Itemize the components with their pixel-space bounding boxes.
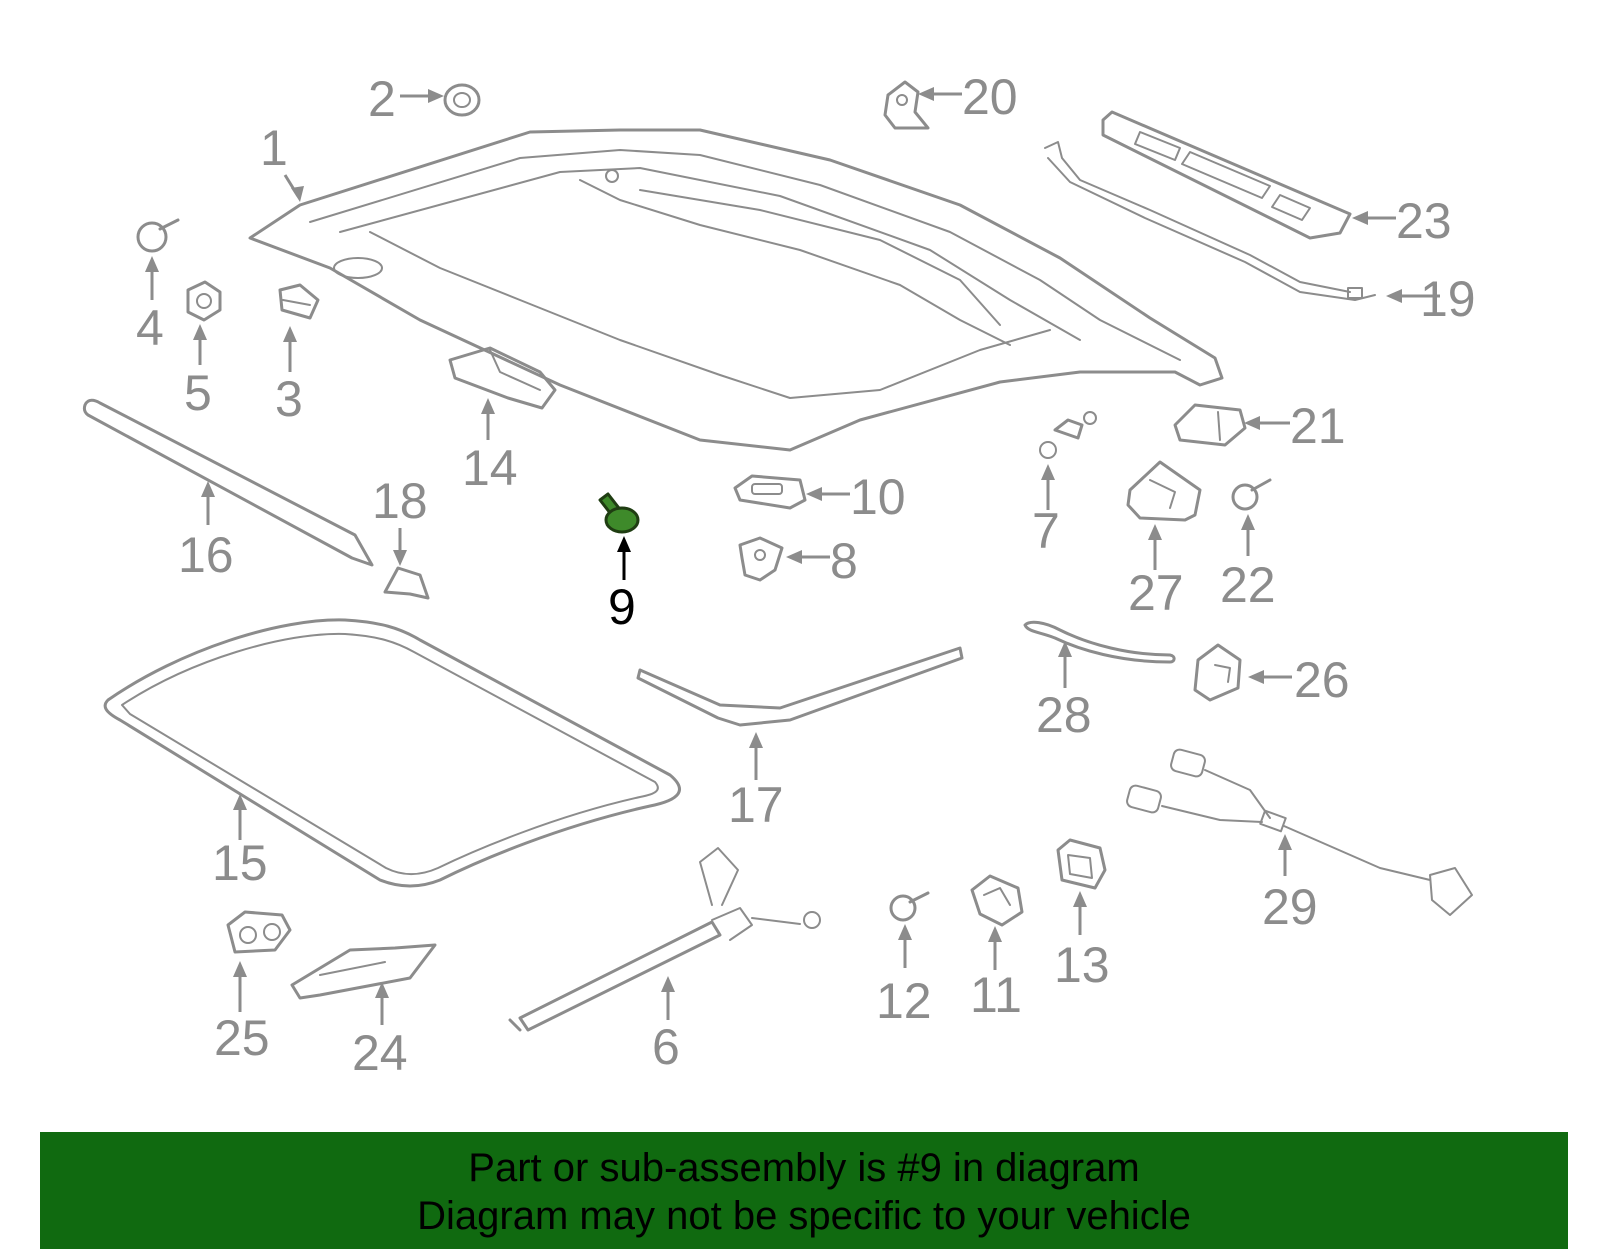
part-4[interactable]: 4 (136, 218, 180, 356)
part-10[interactable]: 10 (733, 469, 906, 525)
callout-28: 28 (1036, 687, 1092, 743)
banner-line-2: Diagram may not be specific to your vehi… (417, 1194, 1191, 1238)
callout-18: 18 (372, 473, 428, 529)
part-16[interactable]: 16 (82, 398, 374, 583)
callout-7: 7 (1032, 503, 1060, 559)
part-2[interactable]: 2 (368, 71, 481, 127)
part-18[interactable]: 18 (372, 473, 430, 600)
part-22[interactable]: 22 (1220, 478, 1276, 613)
part-5[interactable]: 5 (184, 280, 222, 421)
part-9[interactable]: 9 (598, 492, 640, 635)
callout-13: 13 (1054, 937, 1110, 993)
callout-1: 1 (260, 120, 288, 176)
callout-29: 29 (1262, 879, 1318, 935)
callout-19: 19 (1420, 271, 1476, 327)
part-3[interactable]: 3 (275, 283, 320, 427)
part-20[interactable]: 20 (883, 69, 1018, 130)
part-27[interactable]: 27 (1126, 460, 1202, 621)
callout-11: 11 (970, 967, 1022, 1023)
callout-12: 12 (876, 973, 932, 1029)
callout-15: 15 (212, 835, 268, 891)
callout-3: 3 (275, 371, 303, 427)
part-14[interactable]: 14 (448, 346, 557, 496)
part-12[interactable]: 12 (876, 891, 932, 1029)
callout-26: 26 (1294, 652, 1350, 708)
part-21[interactable]: 21 (1173, 398, 1346, 454)
callout-27: 27 (1128, 565, 1184, 621)
parts-diagram: 1 2 3 4 5 (82, 69, 1476, 1081)
part-8[interactable]: 8 (738, 533, 858, 589)
part-17[interactable]: 17 (636, 646, 964, 833)
callout-22: 22 (1220, 557, 1276, 613)
part-26[interactable]: 26 (1193, 643, 1350, 708)
callout-16: 16 (178, 527, 234, 583)
part-15[interactable]: 15 (103, 618, 681, 891)
callout-25: 25 (214, 1010, 270, 1066)
callout-20: 20 (962, 69, 1018, 125)
callout-6: 6 (652, 1019, 680, 1075)
callout-10: 10 (850, 469, 906, 525)
callout-23: 23 (1396, 193, 1452, 249)
part-25[interactable]: 25 (214, 910, 292, 1066)
part-28[interactable]: 28 (1023, 620, 1176, 743)
callout-4: 4 (136, 300, 164, 356)
callout-2: 2 (368, 71, 396, 127)
callout-8: 8 (830, 533, 858, 589)
part-23[interactable]: 23 (1101, 110, 1452, 249)
info-banner: Part or sub-assembly is #9 in diagram Di… (40, 1132, 1568, 1249)
callout-14: 14 (462, 440, 518, 496)
part-1[interactable]: 1 (248, 120, 1224, 452)
part-11[interactable]: 11 (970, 874, 1024, 1023)
part-24[interactable]: 24 (290, 943, 437, 1081)
callout-24: 24 (352, 1025, 408, 1081)
part-13[interactable]: 13 (1054, 838, 1110, 993)
part-6[interactable]: 6 (508, 847, 821, 1075)
part-29[interactable]: 29 (1126, 748, 1473, 935)
part-7[interactable]: 7 (1032, 411, 1097, 559)
callout-17: 17 (728, 777, 784, 833)
callout-21: 21 (1290, 398, 1346, 454)
banner-line-1: Part or sub-assembly is #9 in diagram (468, 1146, 1140, 1190)
part-19[interactable]: 19 (1044, 141, 1476, 327)
callout-5: 5 (184, 365, 212, 421)
callout-9: 9 (608, 579, 636, 635)
